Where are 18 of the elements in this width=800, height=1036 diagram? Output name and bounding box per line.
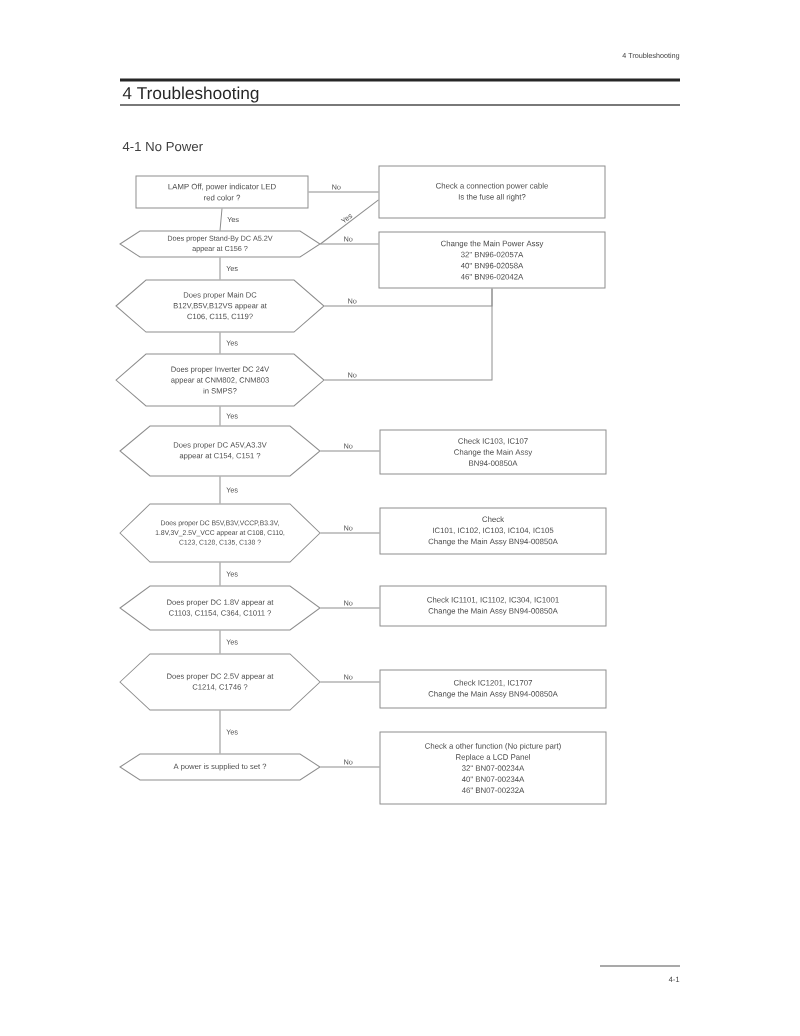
connector-line (319, 532, 380, 534)
connector-line (319, 243, 379, 245)
page-title: 4 Troubleshooting (122, 86, 259, 103)
connector-line (219, 208, 223, 232)
connector-line (319, 766, 380, 768)
connector-line (219, 629, 221, 655)
connector-line (219, 331, 221, 355)
connector-line (219, 405, 221, 427)
connector-line (308, 191, 379, 193)
connector-line (219, 475, 221, 505)
connector-line (219, 256, 221, 281)
connector-line (323, 288, 493, 381)
connector-line (219, 561, 221, 587)
connector-line (319, 450, 380, 452)
connector-line (319, 607, 380, 609)
connector-line (219, 709, 221, 755)
connector-line (319, 199, 379, 245)
connector-line (319, 681, 380, 683)
